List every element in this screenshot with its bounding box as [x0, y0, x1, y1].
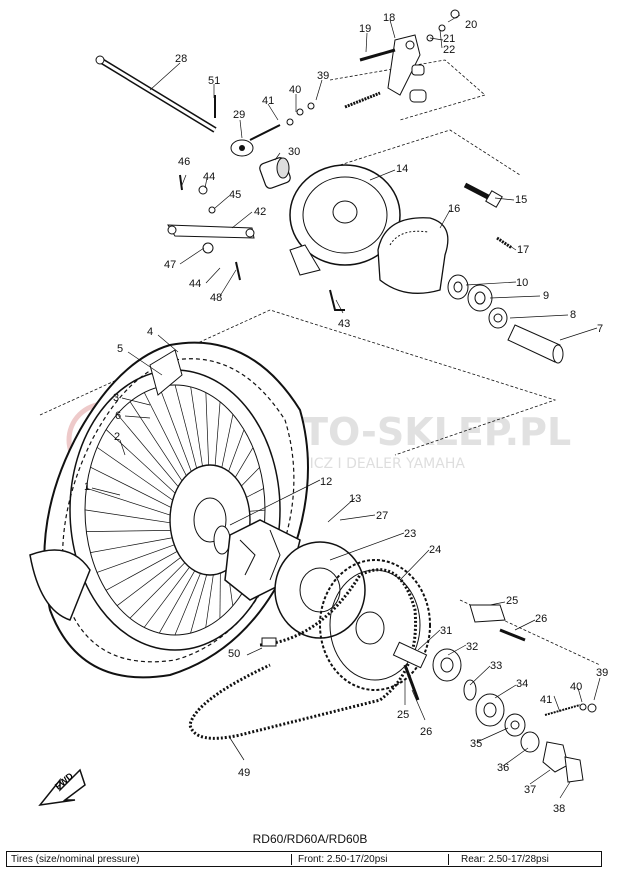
callout-40a: 40 [289, 84, 301, 96]
fwd-arrow-icon: FWD [38, 768, 86, 807]
leader-lines [91, 14, 601, 799]
callout-44b: 44 [189, 278, 201, 290]
rear-wheel [29, 341, 309, 679]
bearings [447, 274, 508, 329]
callout-30: 30 [288, 146, 300, 158]
callout-9: 9 [543, 290, 549, 302]
rear-axle [95, 55, 217, 133]
brake-cam [463, 182, 503, 208]
brake-shoes [377, 217, 449, 294]
callout-22: 22 [443, 44, 455, 56]
chain-joint [261, 637, 277, 647]
brake-arm [344, 9, 460, 109]
callout-45: 45 [229, 189, 241, 201]
callout-numbers: 28 51 29 41 40 39 30 19 18 20 21 22 14 1… [84, 12, 608, 815]
callout-12: 12 [320, 476, 332, 488]
callout-50: 50 [228, 648, 240, 660]
callout-10: 10 [516, 277, 528, 289]
torque-arm [167, 95, 513, 311]
brake-shoe-plate [289, 164, 401, 276]
callout-23: 23 [404, 528, 416, 540]
callout-13: 13 [349, 493, 361, 505]
tire-spec-row: Tires (size/nominal pressure) Front: 2.5… [6, 851, 602, 867]
callout-25b: 25 [397, 709, 409, 721]
callout-15: 15 [515, 194, 527, 206]
callout-20: 20 [465, 19, 477, 31]
callout-1: 1 [84, 481, 90, 493]
callout-46: 46 [178, 156, 190, 168]
callout-25a: 25 [506, 595, 518, 607]
callout-29: 29 [233, 109, 245, 121]
tire-spec-label: Tires (size/nominal pressure) [11, 853, 140, 865]
callout-26a: 26 [535, 613, 547, 625]
callout-18: 18 [383, 12, 395, 24]
callout-16: 16 [448, 203, 460, 215]
axle-spacer [507, 324, 564, 364]
callout-33: 33 [490, 660, 502, 672]
right-side-parts [392, 604, 597, 783]
callout-41a: 41 [262, 95, 274, 107]
callout-41b: 41 [540, 694, 552, 706]
callout-21: 21 [443, 33, 455, 45]
callout-39a: 39 [317, 70, 329, 82]
watermark-sub: VICZ I DEALER YAMAHA [300, 456, 465, 472]
callout-14: 14 [396, 163, 408, 175]
callout-51: 51 [208, 75, 220, 87]
callout-26b: 26 [420, 726, 432, 738]
callout-34: 34 [516, 678, 528, 690]
callout-5: 5 [117, 343, 123, 355]
callout-17: 17 [517, 244, 529, 256]
callout-49: 49 [238, 767, 250, 779]
callout-35: 35 [470, 738, 482, 750]
callout-42: 42 [254, 206, 266, 218]
drive-chain [188, 568, 418, 740]
callout-47: 47 [164, 259, 176, 271]
callout-38: 38 [553, 803, 565, 815]
callout-40b: 40 [570, 681, 582, 693]
callout-43: 43 [338, 318, 350, 330]
callout-4: 4 [147, 326, 153, 338]
tire-spec-front: Front: 2.50-17/20psi [291, 853, 448, 865]
callout-24: 24 [429, 544, 441, 556]
callout-36: 36 [497, 762, 509, 774]
callout-27: 27 [376, 510, 388, 522]
callout-28: 28 [175, 53, 187, 65]
callout-37: 37 [524, 784, 536, 796]
callout-32: 32 [466, 641, 478, 653]
model-label: RD60/RD60A/RD60B [252, 832, 368, 846]
callout-31: 31 [440, 625, 452, 637]
callout-7: 7 [597, 323, 603, 335]
callout-39b: 39 [596, 667, 608, 679]
callout-8: 8 [570, 309, 576, 321]
callout-2: 2 [114, 431, 120, 443]
driven-sprocket [274, 541, 431, 691]
callout-48: 48 [210, 292, 222, 304]
callout-6: 6 [115, 410, 121, 422]
callout-3: 3 [113, 392, 119, 404]
collar [259, 157, 291, 189]
tire-spec-rear: Rear: 2.50-17/28psi [448, 853, 601, 865]
callout-44a: 44 [203, 171, 215, 183]
callout-19: 19 [359, 23, 371, 35]
